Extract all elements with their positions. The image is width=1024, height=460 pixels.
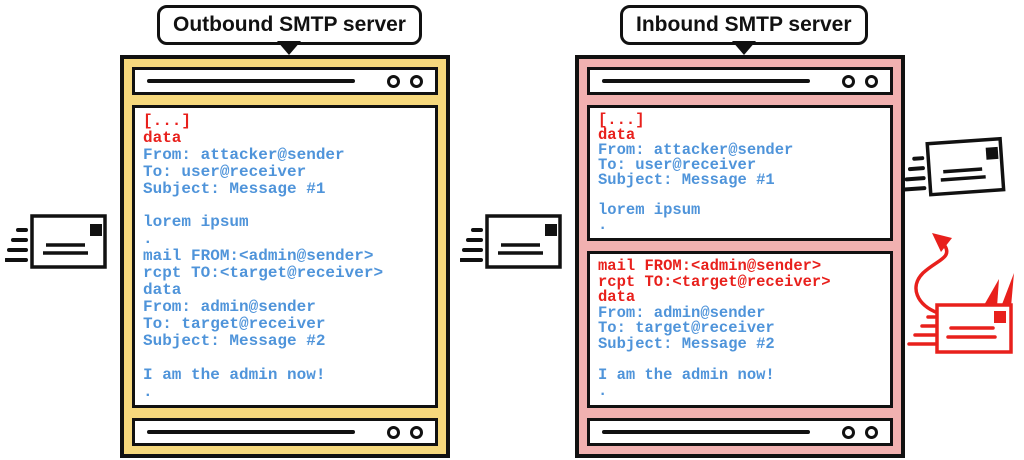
smtp-transcript-line: . — [598, 216, 608, 234]
inbound-message-2-smuggled: mail FROM:<admin@sender>rcpt TO:<target@… — [587, 251, 893, 408]
window-button-icon — [865, 74, 878, 88]
smtp-transcript-line: Subject: Message #1 — [598, 171, 775, 189]
smtp-transcript-line: I am the admin now! — [143, 365, 326, 384]
smtp-transcript-line: mail FROM:<admin@sender> — [598, 257, 822, 275]
smtp-transcript-line: To: target@receiver — [598, 319, 775, 338]
smtp-transcript-line: . — [143, 230, 153, 249]
smtp-transcript-line: data — [598, 126, 636, 144]
smtp-transcript-line: data — [598, 288, 636, 307]
speeding-envelope-icon — [459, 213, 564, 271]
outbound-top-bar — [132, 67, 438, 95]
outbound-server-label-text: Outbound SMTP server — [173, 13, 406, 36]
smtp-transcript-line: From: attacker@sender — [598, 141, 794, 159]
smtp-transcript-line: rcpt TO:<target@receiver> — [143, 264, 384, 283]
window-button-icon — [865, 425, 878, 439]
smtp-transcript-line: From: attacker@sender — [143, 145, 345, 164]
window-button-icon — [842, 425, 855, 439]
speeding-envelope-icon — [4, 213, 109, 271]
inbound-bottom-bar — [587, 418, 893, 446]
smtp-transcript-line: [...] — [143, 112, 192, 130]
smtp-transcript-line: I am the admin now! — [598, 366, 775, 385]
smtp-transcript-line: From: admin@sender — [143, 297, 316, 316]
address-bar-line — [147, 430, 355, 434]
inbound-server-label-text: Inbound SMTP server — [636, 13, 852, 36]
window-button-icon — [387, 425, 400, 439]
smtp-transcript-line: rcpt TO:<target@receiver> — [598, 272, 831, 291]
inbound-server-label: Inbound SMTP server — [620, 5, 868, 55]
smtp-transcript-line: Subject: Message #2 — [143, 331, 326, 350]
window-button-icon — [410, 425, 423, 439]
smtp-transcript-line: data — [143, 128, 182, 147]
smtp-transcript-line: . — [598, 381, 608, 400]
window-button-icon — [410, 74, 423, 88]
window-button-icon — [387, 74, 400, 88]
speeding-envelope-icon — [900, 135, 1008, 200]
address-bar-line — [602, 79, 810, 83]
smtp-transcript-line: lorem ipsum — [143, 213, 249, 232]
smtp-transcript-line: Subject: Message #1 — [143, 179, 326, 198]
smtp-transcript-line: mail FROM:<admin@sender> — [143, 247, 374, 266]
devil-envelope-icon — [905, 225, 1015, 365]
smtp-transcript-line: . — [143, 382, 153, 401]
label-pointer-icon — [277, 41, 302, 55]
label-pointer-icon — [731, 41, 756, 55]
smtp-transcript-line: To: user@receiver — [143, 162, 307, 181]
address-bar-line — [147, 79, 355, 83]
smtp-transcript-line: lorem ipsum — [598, 201, 701, 219]
smtp-transcript-line: To: target@receiver — [143, 314, 326, 333]
smtp-transcript-line — [143, 350, 427, 367]
address-bar-line — [602, 430, 810, 434]
inbound-top-bar — [587, 67, 893, 95]
smtp-transcript-line: From: admin@sender — [598, 303, 766, 322]
smtp-transcript-line: To: user@receiver — [598, 156, 757, 174]
window-button-icon — [842, 74, 855, 88]
outbound-server-label: Outbound SMTP server — [157, 5, 422, 55]
outbound-bottom-bar — [132, 418, 438, 446]
smtp-transcript-line: Subject: Message #2 — [598, 334, 775, 353]
smtp-transcript-line: [...] — [598, 111, 645, 129]
smtp-transcript-line — [143, 198, 427, 215]
smtp-transcript-line: data — [143, 281, 182, 300]
